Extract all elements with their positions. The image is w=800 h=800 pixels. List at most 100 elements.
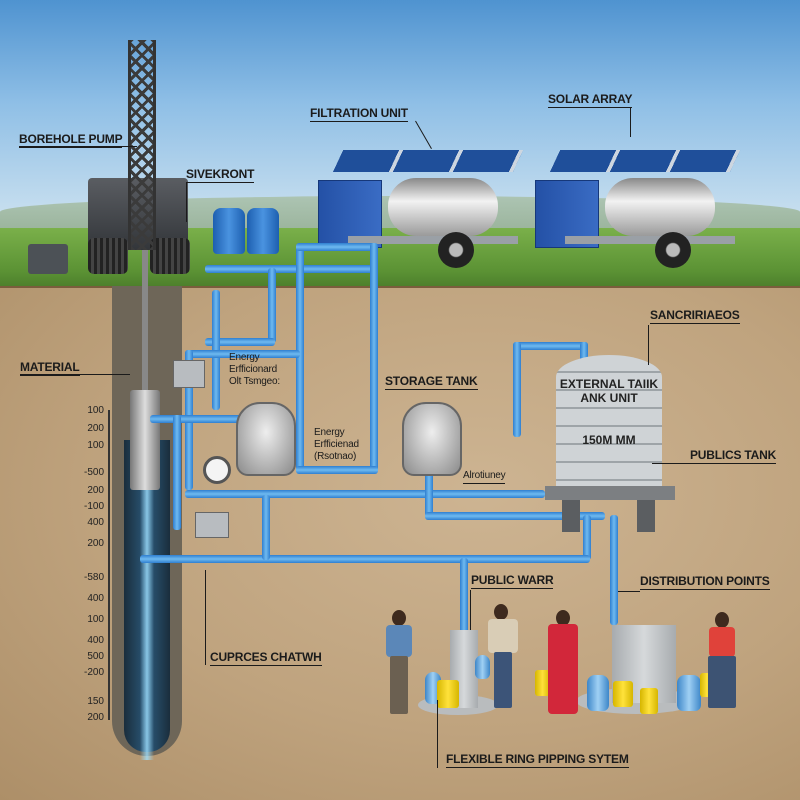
drilling-rig-mast — [128, 40, 156, 250]
pipe — [460, 558, 468, 638]
trailer-chassis — [348, 236, 518, 244]
depth-tick: 200 — [87, 538, 104, 549]
rig-track-left — [88, 238, 128, 274]
jerry-can — [535, 670, 550, 696]
generator — [28, 244, 68, 274]
depth-tick: -580 — [83, 572, 104, 583]
pipe — [205, 338, 275, 346]
depth-tick: 400 — [87, 635, 104, 646]
label-public-warr: PUBLIC WARR — [471, 573, 554, 589]
depth-tick: 100 — [87, 405, 104, 416]
pipe — [296, 466, 378, 474]
jerry-can — [613, 681, 633, 707]
depth-tick: 100 — [87, 440, 104, 451]
leader-line — [19, 146, 137, 147]
leader-line — [652, 463, 690, 464]
rig-track-right — [150, 238, 190, 274]
pipe — [513, 342, 588, 350]
leader-line — [205, 570, 206, 665]
pipe — [583, 515, 591, 560]
label-material: MATERIAL — [20, 360, 80, 376]
tank-stand-leg — [637, 500, 655, 532]
jerry-can — [437, 680, 459, 708]
pressure-gauge — [203, 456, 231, 484]
leader-line — [20, 374, 130, 375]
leader-line — [648, 325, 649, 365]
submersible-pump — [130, 390, 160, 490]
water-jug — [587, 675, 609, 711]
groundwater-stream — [140, 470, 154, 760]
control-box — [173, 360, 205, 388]
filter-housing — [402, 402, 462, 476]
tank-capacity: 150M MM — [582, 433, 636, 447]
pipe — [296, 245, 304, 470]
pipe — [185, 490, 545, 498]
person-woman-red-top — [706, 612, 738, 720]
filtration-trailer — [318, 150, 528, 268]
solar-panel — [332, 150, 524, 172]
depth-tick: -200 — [83, 667, 104, 678]
pipe — [205, 265, 375, 273]
label-storage-tank: STORAGE TANK — [385, 374, 478, 390]
leader-line — [618, 591, 640, 592]
depth-tick: 400 — [87, 517, 104, 528]
pipe — [150, 415, 250, 423]
label-distribution-points: DISTRIBUTION POINTS — [640, 574, 770, 590]
solar-trailer — [535, 150, 745, 268]
control-box — [195, 512, 229, 538]
pipe — [370, 243, 378, 473]
depth-tick: -500 — [83, 467, 104, 478]
pipe — [425, 512, 605, 520]
label-cuprces-chatwh: CUPRCES CHATWH — [210, 650, 322, 666]
trailer-wheel — [655, 232, 691, 268]
water-drum — [213, 208, 245, 254]
trailer-chassis — [565, 236, 735, 244]
pipe — [140, 555, 590, 563]
jerry-can — [640, 688, 658, 714]
label-alrotiuney: Alrotiuney — [463, 470, 506, 484]
pipe — [610, 515, 618, 625]
pipe — [268, 268, 276, 343]
tank-title-line1: EXTERNAL TAIIK — [559, 377, 659, 391]
label-filtration-unit: FILTRATION UNIT — [310, 106, 408, 122]
depth-tick: 200 — [87, 485, 104, 496]
depth-tick: 150 — [87, 696, 104, 707]
trailer-wheel — [438, 232, 474, 268]
water-drum — [247, 208, 279, 254]
pipe — [262, 495, 270, 560]
leader-line — [437, 700, 438, 768]
label-solar-array: SOLAR ARRAY — [548, 92, 633, 108]
leader-line — [470, 590, 471, 630]
depth-scale-axis — [108, 410, 110, 720]
water-jug — [677, 675, 701, 711]
depth-tick: 500 — [87, 651, 104, 662]
depth-tick: 200 — [87, 423, 104, 434]
label-sivekront: SIVEKRONT — [186, 167, 255, 183]
label-flexible-ring-piping: FLEXIBLE RING PIPPING SYTEM — [446, 752, 629, 768]
tank-title-line2: ANK UNIT — [580, 391, 638, 405]
label-energy-note-1: Energy Erfficionard Olt Tsmgeo: — [229, 352, 280, 387]
depth-tick: -100 — [83, 501, 104, 512]
depth-tick: 200 — [87, 712, 104, 723]
trailer-tank — [388, 178, 498, 236]
person-man-beige-jacket — [486, 604, 520, 714]
tank-stand — [545, 486, 675, 500]
depth-tick: 400 — [87, 593, 104, 604]
leader-line — [186, 182, 187, 222]
pipe — [185, 350, 300, 358]
depth-tick: 100 — [87, 614, 104, 625]
pipe — [513, 342, 521, 437]
trailer-tank — [605, 178, 715, 236]
label-publics-tank: PUBLICS TANK — [690, 448, 777, 464]
pipe — [173, 415, 181, 530]
external-storage-tank: EXTERNAL TAIIK ANK UNIT 150M MM — [556, 355, 662, 495]
person-woman-red-dress — [545, 610, 581, 720]
tank-stand-leg — [562, 500, 580, 532]
pump-rod — [142, 250, 148, 390]
label-energy-note-2: Energy Erfficienad (Rsotnao) — [314, 427, 359, 462]
pipe — [580, 342, 588, 362]
water-jug — [475, 655, 490, 679]
person-man-blue-shirt — [384, 610, 414, 720]
pipe — [296, 243, 376, 251]
label-sancririaeos: SANCRIRIAEOS — [650, 308, 740, 324]
